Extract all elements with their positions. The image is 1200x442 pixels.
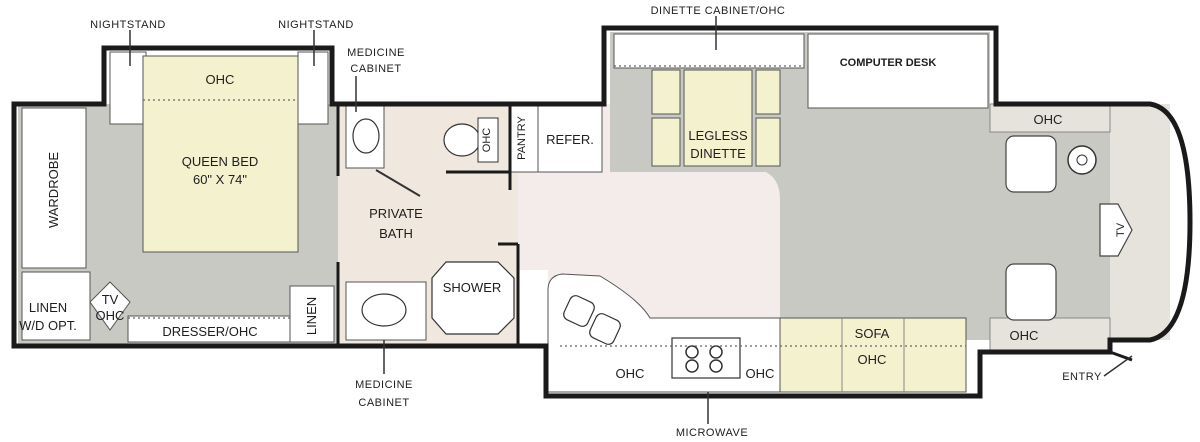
front-tv — [1099, 203, 1133, 257]
passenger-seat — [1005, 263, 1057, 321]
label-ohc-toilet: OHC — [481, 128, 493, 153]
ohc-lines — [128, 65, 804, 347]
burner-4 — [709, 359, 723, 373]
queen-bed — [142, 55, 299, 253]
nightstand-right — [297, 51, 329, 125]
label-shower: SHOWER — [443, 280, 502, 295]
linen-wd — [21, 271, 91, 341]
dinette-cabinet — [613, 33, 805, 69]
label-nightstand-right: NIGHTSTAND — [278, 19, 354, 31]
dinette-bench-right-2 — [755, 117, 781, 167]
label-dinette-cabinet: DINETTE CABINET/OHC — [651, 5, 786, 17]
wardrobe — [21, 107, 87, 269]
callout-leaders — [129, 16, 1133, 424]
outer-wall — [11, 25, 1193, 399]
nightstand-left — [109, 51, 147, 125]
label-queen-bed-2: 60" X 74" — [193, 172, 247, 187]
label-linen-left-1: LINEN — [29, 300, 67, 315]
label-pantry: PANTRY — [516, 116, 528, 160]
label-sofa: SOFA — [855, 326, 890, 341]
steering-wheel — [1067, 145, 1097, 175]
label-microwave: MICROWAVE — [676, 427, 748, 439]
label-medicine-bottom-1: MEDICINE — [355, 379, 413, 391]
burner-3 — [685, 359, 699, 373]
label-ohc-bed: OHC — [206, 72, 235, 87]
tv-stand-left — [89, 281, 131, 331]
label-nightstand-left: NIGHTSTAND — [90, 19, 166, 31]
bath-sink-bottom — [361, 293, 407, 327]
furniture-layer — [21, 33, 1133, 393]
dinette-table — [683, 69, 753, 167]
label-medicine-top-1: MEDICINE — [347, 47, 405, 59]
computer-desk — [807, 33, 989, 109]
linen-mid — [289, 285, 335, 343]
label-refer: REFER. — [546, 132, 594, 147]
label-layer: NIGHTSTAND NIGHTSTAND MEDICINE CABINET D… — [19, 5, 1127, 439]
bath-door — [375, 169, 421, 197]
label-ohc-galley-left: OHC — [616, 366, 645, 381]
cab-ohc-bottom — [989, 317, 1111, 351]
dresser — [127, 315, 291, 343]
label-legless-dinette-1: LEGLESS — [688, 128, 748, 143]
driver-seat — [1005, 135, 1057, 193]
label-tv-left-2: OHC — [96, 308, 125, 323]
pantry — [509, 103, 539, 173]
toilet — [443, 123, 481, 157]
dinette-bench-left-2 — [651, 117, 681, 167]
dinette-bench-right-1 — [755, 69, 781, 115]
label-tv-front: TV — [1115, 222, 1127, 237]
label-ohc-galley-right: OHC — [746, 366, 775, 381]
dinette-bench-left-1 — [651, 69, 681, 115]
bath-sink-top — [352, 118, 380, 154]
label-tv-left-1: TV — [102, 292, 119, 307]
label-medicine-top-2: CABINET — [350, 63, 401, 75]
label-computer-desk: COMPUTER DESK — [840, 57, 937, 69]
galley-sink-1 — [563, 295, 595, 327]
sofa — [779, 317, 967, 393]
shower-stall — [431, 261, 515, 335]
refrigerator — [537, 103, 603, 173]
toilet-tank — [477, 117, 499, 163]
label-ohc-sofa: OHC — [858, 352, 887, 367]
label-dresser: DRESSER/OHC — [162, 324, 257, 339]
wall-layer — [11, 25, 1193, 399]
label-wardrobe: WARDROBE — [46, 152, 61, 228]
bath-vanity-bottom — [345, 281, 427, 341]
label-queen-bed-1: QUEEN BED — [182, 154, 259, 169]
label-private-bath-1: PRIVATE — [369, 206, 423, 221]
label-entry: ENTRY — [1062, 371, 1102, 383]
label-legless-dinette-2: DINETTE — [690, 146, 746, 161]
steering-hub — [1076, 154, 1088, 166]
label-medicine-bottom-2: CABINET — [358, 397, 409, 409]
galley-sink-2 — [589, 313, 621, 345]
label-linen-mid: LINEN — [304, 297, 319, 335]
stove — [671, 337, 741, 379]
label-linen-left-2: W/D OPT. — [19, 318, 77, 333]
label-ohc-cab-bottom: OHC — [1010, 328, 1039, 343]
label-private-bath-2: BATH — [379, 226, 413, 241]
leader-entry — [1103, 355, 1133, 377]
label-ohc-cab-top: OHC — [1034, 112, 1063, 127]
